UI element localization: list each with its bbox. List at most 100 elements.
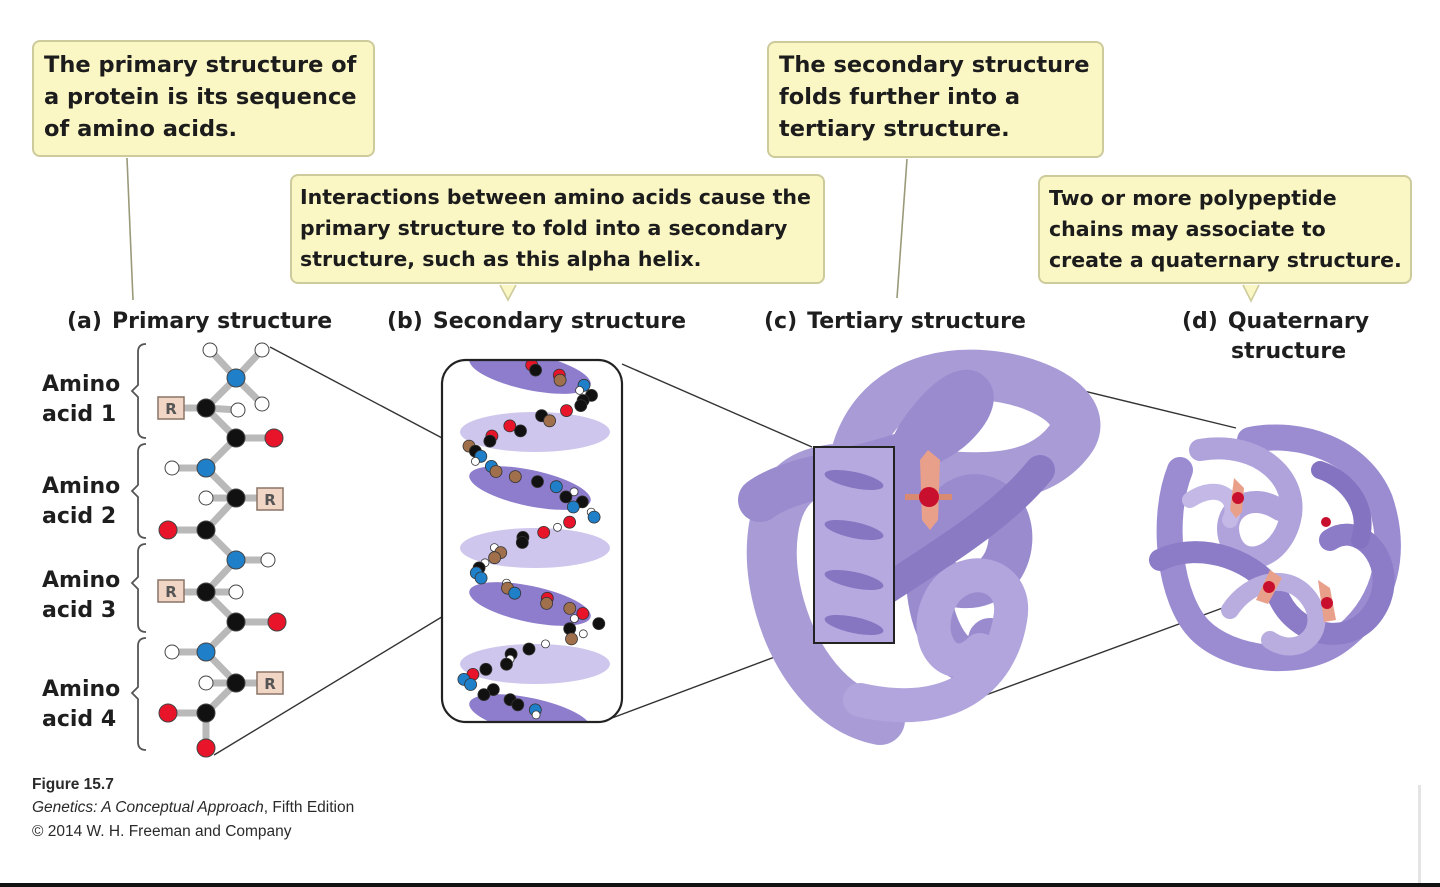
callout-quaternary-line3: create a quaternary structure. (1049, 248, 1402, 273)
panel-d-title-line2: structure (1231, 339, 1347, 364)
helix-atom (563, 515, 576, 529)
callout-primary-line3: of amino acids. (44, 115, 238, 142)
helix-atom (477, 688, 491, 701)
helix-atom (470, 456, 480, 466)
helix-atom (576, 607, 590, 620)
amino-acid-1-label: Amino acid 1 (42, 370, 120, 430)
helix-atom (592, 617, 606, 630)
callout-primary-line1: The primary structure of (44, 52, 357, 78)
helix-atom (559, 490, 573, 504)
helix-atom (578, 629, 588, 639)
panel-b-title: Secondary structure (432, 309, 686, 334)
helix-atom (549, 480, 563, 494)
callout-tertiary: The secondary structure folds further in… (767, 41, 1104, 158)
quaternary-protein (1149, 424, 1401, 672)
tertiary-protein (738, 349, 1101, 745)
book-edition: , Fifth Edition (263, 799, 355, 817)
r-group-1 (157, 396, 185, 420)
callout-pointers (126, 157, 1260, 303)
helix-atom (529, 363, 542, 377)
helix-atom (522, 642, 536, 656)
scrollbar-edge (1418, 785, 1421, 883)
helix-atom (560, 404, 573, 418)
callout-secondary-line1: Interactions between amino acids cause t… (300, 185, 811, 209)
helix-atom (503, 419, 517, 433)
callout-primary: The primary structure of a protein is it… (32, 40, 375, 157)
r-groups: R R R R (157, 396, 284, 695)
amino-acid-4-line2: acid 4 (42, 706, 117, 732)
amino-acid-3-line2: acid 3 (42, 597, 117, 623)
helix-atom (508, 586, 522, 600)
r-group-4 (256, 671, 284, 695)
panel-a-letter: (a) (67, 309, 102, 334)
copyright: © 2014 W. H. Freeman and Company (32, 822, 292, 840)
panel-c-letter: (c) (764, 309, 798, 334)
helix-atom (474, 571, 488, 585)
callout-quaternary-line1: Two or more polypeptide (1049, 186, 1337, 210)
helix-atom (514, 424, 527, 438)
r-group-2-label: R (264, 491, 276, 509)
quaternary-heme-groups (1230, 478, 1336, 622)
amino-acid-2-line1: Amino (42, 474, 121, 499)
figure-number: Figure 15.7 (32, 776, 114, 793)
r-group-3-label: R (165, 583, 177, 601)
alpha-helix (442, 360, 622, 722)
helix-atom (543, 414, 556, 428)
secondary-frame (440, 358, 624, 724)
helix-atom (537, 526, 551, 539)
amino-acid-2-label: Amino acid 2 (42, 472, 120, 532)
helix-atom (569, 487, 579, 497)
helix-atom (563, 602, 577, 615)
helix-atom (574, 399, 588, 413)
panel-a-label: (a) Primary structure (67, 309, 332, 334)
helix-atoms (457, 360, 606, 720)
helix-atom (541, 639, 550, 649)
callout-tertiary-line2: folds further into a (779, 83, 1021, 110)
helix-atom (553, 373, 567, 387)
bottom-bar (0, 883, 1440, 887)
helix-atom (587, 510, 601, 524)
callout-tertiary-line1: The secondary structure (779, 52, 1090, 78)
helix-atom (566, 500, 580, 514)
helix-atom (531, 710, 541, 720)
panel-c-label: (c) Tertiary structure (764, 309, 1026, 334)
helix-atom (515, 536, 529, 549)
callout-secondary: Interactions between amino acids cause t… (290, 174, 825, 284)
helix-atom (570, 614, 579, 623)
helix-atom (540, 597, 553, 610)
callout-quaternary: Two or more polypeptide chains may assoc… (1038, 175, 1412, 284)
heme-group (905, 450, 952, 530)
amino-acid-1-line1: Amino (42, 372, 121, 397)
helix-atom (489, 465, 503, 478)
helix-atom (565, 632, 578, 646)
panel-d-title-line1: Quaternary (1227, 309, 1370, 334)
callout-primary-line2: a protein is its sequence (44, 83, 357, 110)
panel-b-label: (b) Secondary structure (387, 309, 686, 334)
callout-quaternary-line2: chains may associate to (1049, 217, 1326, 242)
panel-c-title: Tertiary structure (807, 309, 1026, 334)
helix-atom (511, 698, 525, 712)
callout-secondary-line2: primary structure to fold into a seconda… (300, 216, 788, 241)
r-group-4-label: R (264, 675, 276, 693)
panel-d-label: (d) Quaternary (1182, 309, 1369, 334)
amino-acid-3-label: Amino acid 3 (42, 566, 120, 626)
amino-acid-2-line2: acid 2 (42, 503, 117, 529)
panel-a-title: Primary structure (111, 309, 333, 334)
r-group-2 (256, 487, 284, 511)
callout-secondary-line3: structure, such as this alpha helix. (300, 247, 702, 272)
helix-atom (479, 662, 493, 676)
figure-caption: Figure 15.7 Genetics: A Conceptual Appro… (32, 773, 354, 843)
helix-atom (500, 657, 513, 671)
book-title: Genetics: A Conceptual Approach (32, 799, 264, 817)
callout-tertiary-line3: tertiary structure. (779, 115, 1010, 142)
helix-atom (488, 551, 502, 565)
panel-b-letter: (b) (387, 309, 423, 334)
helix-atom (508, 470, 522, 484)
amino-acid-4-line1: Amino (42, 677, 121, 702)
helix-atom (531, 475, 544, 489)
amino-acid-1-line2: acid 1 (42, 401, 117, 427)
r-group-3 (157, 579, 185, 603)
panel-d-letter: (d) (1182, 309, 1218, 334)
amino-acid-4-label: Amino acid 4 (42, 675, 120, 735)
